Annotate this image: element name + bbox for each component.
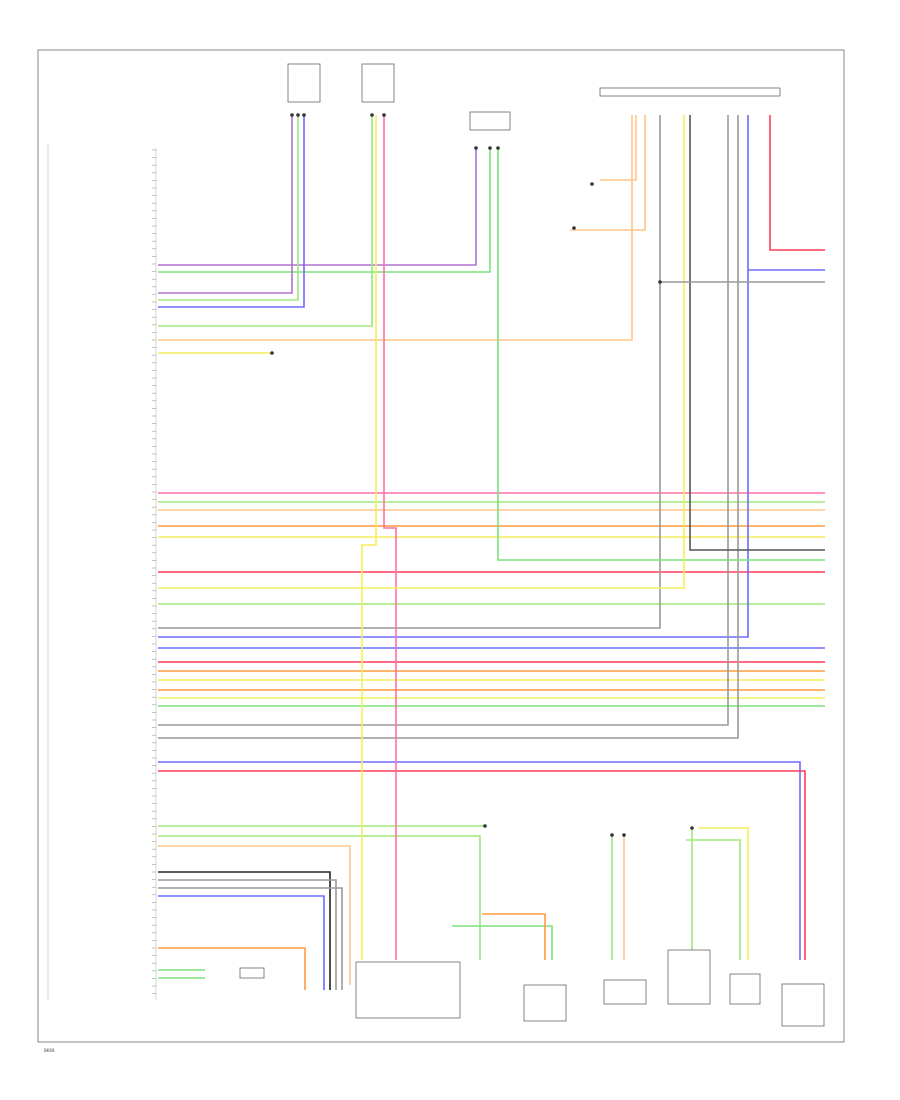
component-box: [355, 961, 461, 1019]
wire-green: [452, 925, 553, 960]
wire-gray: [158, 115, 739, 739]
wire-lightgreen: [158, 835, 481, 960]
component-box: [729, 973, 761, 1005]
component-box: [523, 984, 567, 1022]
splice-dot: [658, 280, 662, 284]
component-group: [239, 63, 825, 1027]
splice-dot: [610, 833, 614, 837]
wire-darkgray: [689, 115, 825, 551]
connector-pin-strip: [47, 145, 157, 1000]
wire-red: [769, 115, 825, 251]
splice-dot: [302, 113, 306, 117]
wire-lightgreen: [158, 115, 373, 327]
component-box: [603, 979, 647, 1005]
wire-green: [497, 148, 825, 561]
diagram-frame: [37, 49, 845, 1043]
splice-dot: [488, 146, 492, 150]
splice-dot: [690, 826, 694, 830]
splice-dot: [622, 833, 626, 837]
wire-orange: [482, 913, 546, 960]
wire-black: [158, 871, 331, 990]
splice-dot: [496, 146, 500, 150]
wire-pink: [383, 115, 397, 960]
wire-gray: [158, 879, 337, 990]
component-box: [781, 983, 825, 1027]
wire-peach: [600, 115, 637, 181]
wire-yellow: [361, 115, 377, 960]
splice-dot: [590, 182, 594, 186]
component-box: [599, 87, 781, 97]
wire-orange: [158, 947, 306, 990]
wire-peach: [158, 115, 633, 341]
wire-blue: [158, 895, 325, 990]
page-corner-label: BK69: [44, 1048, 55, 1053]
wire-red: [158, 770, 806, 960]
splice-dot: [382, 113, 386, 117]
wire-lightgreen: [158, 115, 299, 301]
splice-dot: [370, 113, 374, 117]
wire-yellow: [158, 115, 685, 589]
wire-blue: [158, 115, 305, 308]
wire-group: [158, 115, 825, 990]
wire-lightgreen: [686, 839, 741, 960]
wire-yellow: [698, 827, 749, 960]
splice-dot: [483, 824, 487, 828]
component-box: [239, 967, 265, 979]
wire-gray: [158, 115, 729, 726]
splice-dot: [572, 226, 576, 230]
wire-purple: [158, 115, 293, 294]
splice-dot: [474, 146, 478, 150]
component-box: [287, 63, 321, 103]
wire-peach: [570, 115, 646, 231]
splice-dot: [270, 351, 274, 355]
component-box: [361, 63, 395, 103]
wire-gray: [158, 887, 343, 990]
splice-dot: [296, 113, 300, 117]
splice-dot: [290, 113, 294, 117]
wire-green: [158, 148, 491, 273]
wire-peach: [158, 845, 351, 985]
wire-purple: [158, 148, 477, 266]
component-box: [667, 949, 711, 1005]
wire-blue: [158, 761, 801, 960]
wire-gray: [158, 115, 661, 629]
component-box: [469, 111, 511, 131]
wire-blue: [158, 115, 749, 638]
